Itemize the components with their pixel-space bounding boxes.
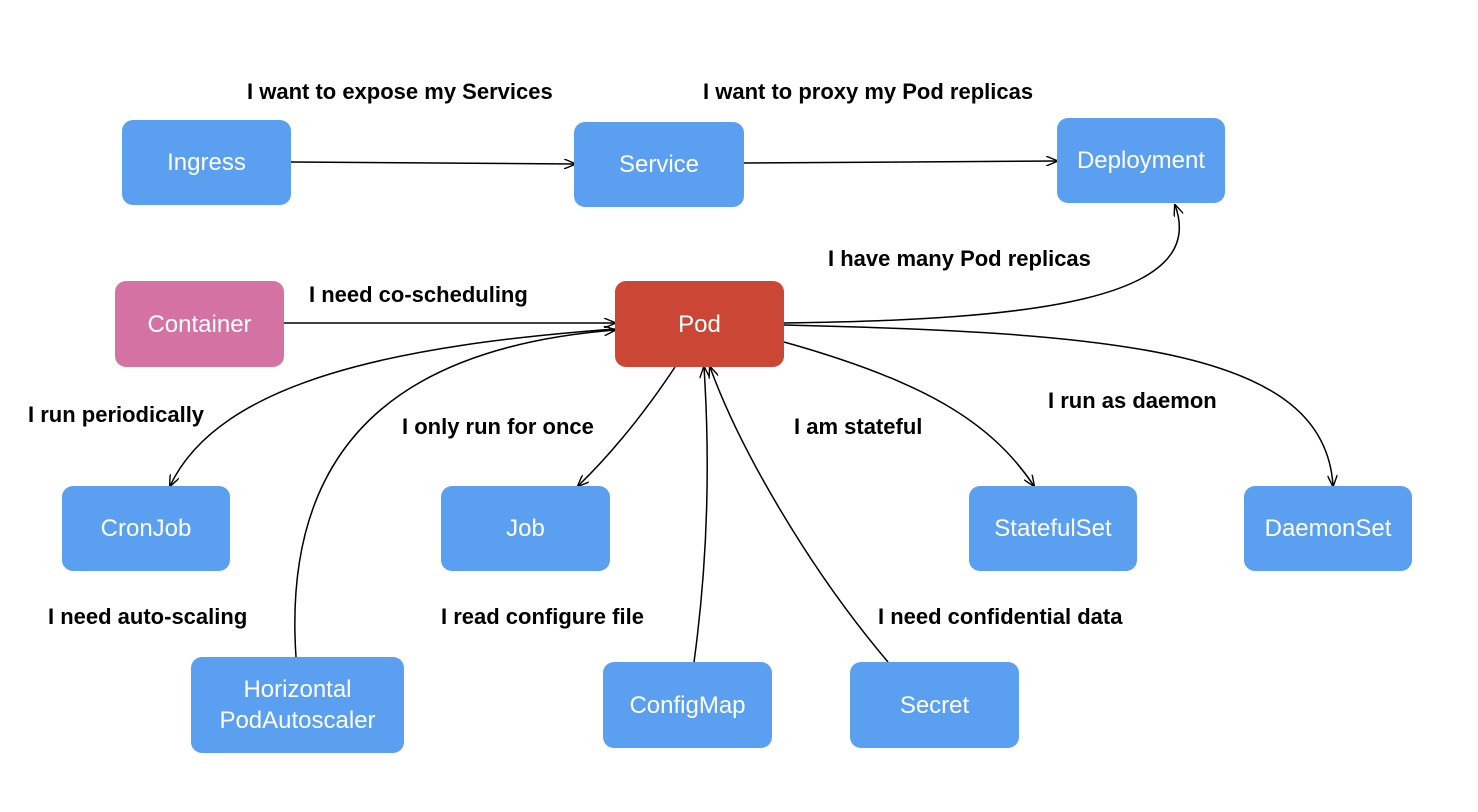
deployment-node: Deployment (1057, 118, 1225, 203)
label-run-once: I only run for once (402, 414, 594, 439)
pod-node: Pod (615, 281, 784, 367)
container-node: Container (115, 281, 284, 367)
edge-pod-to-daemonset (783, 324, 1333, 486)
job-node: Job (441, 486, 610, 571)
label-stateful: I am stateful (794, 414, 923, 439)
label-confidential: I need confidential data (878, 604, 1123, 629)
ingress-node: Ingress (122, 120, 291, 205)
edge-pod-to-statefulset (783, 341, 1034, 486)
daemonset-node: DaemonSet (1244, 486, 1412, 571)
cronjob-node: CronJob (62, 486, 230, 571)
edge-pod-to-job (578, 366, 676, 486)
statefulset-node: StatefulSet (969, 486, 1137, 571)
edge-pod-to-deployment (783, 205, 1179, 324)
label-many-replicas: I have many Pod replicas (828, 246, 1091, 271)
edge-secret-to-pod (710, 367, 889, 663)
secret-node: Secret (850, 662, 1019, 748)
label-run-periodically: I run periodically (28, 402, 205, 427)
label-daemon: I run as daemon (1048, 388, 1217, 413)
edge-service-to-deployment (743, 161, 1057, 163)
label-configure-file: I read configure file (441, 604, 644, 629)
label-proxy-replicas: I want to proxy my Pod replicas (703, 79, 1034, 104)
label-expose-services: I want to expose my Services (247, 79, 553, 104)
hpa-node: Horizontal PodAutoscaler (191, 657, 404, 753)
configmap-node: ConfigMap (603, 662, 772, 748)
label-auto-scaling: I need auto-scaling (48, 604, 248, 629)
edge-configmap-to-pod (693, 367, 707, 663)
edge-pod-to-cronjob (170, 328, 616, 486)
service-node: Service (574, 122, 744, 207)
edge-hpa-to-pod (294, 330, 615, 658)
label-co-scheduling: I need co-scheduling (309, 282, 528, 307)
edge-ingress-to-service (290, 162, 575, 164)
